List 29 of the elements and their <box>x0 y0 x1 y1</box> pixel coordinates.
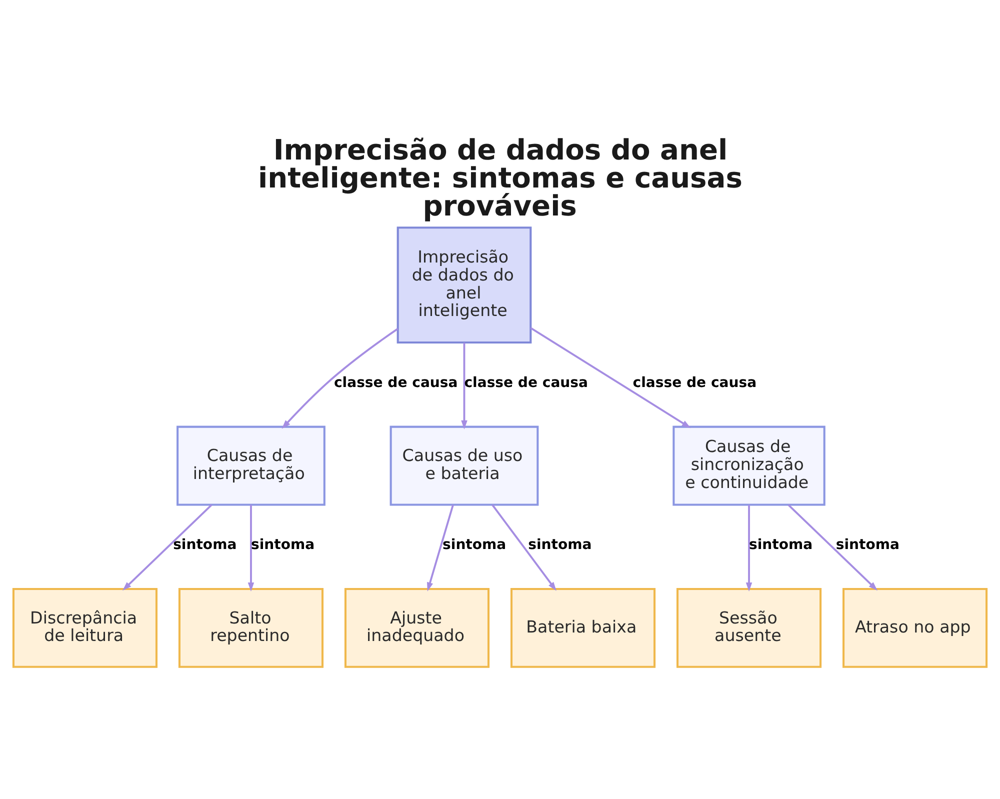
node-box: Ajuste inadequado <box>344 587 490 668</box>
edge-label: sintoma <box>749 536 813 553</box>
edge-label: classe de causa <box>334 374 458 390</box>
edge-label: sintoma <box>442 536 506 553</box>
edge-label: sintoma <box>173 536 237 553</box>
node-box: Imprecisão de dados do anel inteligente <box>396 226 532 344</box>
node-box: Causas de interpretação <box>176 425 326 506</box>
arrow <box>788 504 878 590</box>
arrow <box>122 504 212 590</box>
node-box: Salto repentino <box>178 587 324 668</box>
arrow <box>282 328 398 428</box>
node-box: Atraso no app <box>842 587 988 668</box>
node-box: Discrepância de leitura <box>12 587 158 668</box>
arrow <box>492 504 556 590</box>
arrow <box>461 342 468 429</box>
arrow <box>427 504 454 591</box>
edge-label: sintoma <box>528 536 592 553</box>
node-box: Bateria baixa <box>510 587 656 668</box>
node-box: Sessão ausente <box>676 587 822 668</box>
diagram-title: Imprecisão de dados do anel inteligente: sintomas e causas prováveis <box>258 132 742 222</box>
edge-label: sintoma <box>836 536 900 553</box>
edge-label: classe de causa <box>632 374 757 390</box>
arrow <box>530 326 691 428</box>
node-box: Causas de uso e bateria <box>390 425 539 506</box>
edge-label: sintoma <box>250 536 315 553</box>
node-box: Causas de sincronização e continuidade <box>672 425 826 506</box>
arrow <box>248 504 254 591</box>
arrow <box>746 504 752 591</box>
edge-label: classe de causa <box>464 374 588 390</box>
